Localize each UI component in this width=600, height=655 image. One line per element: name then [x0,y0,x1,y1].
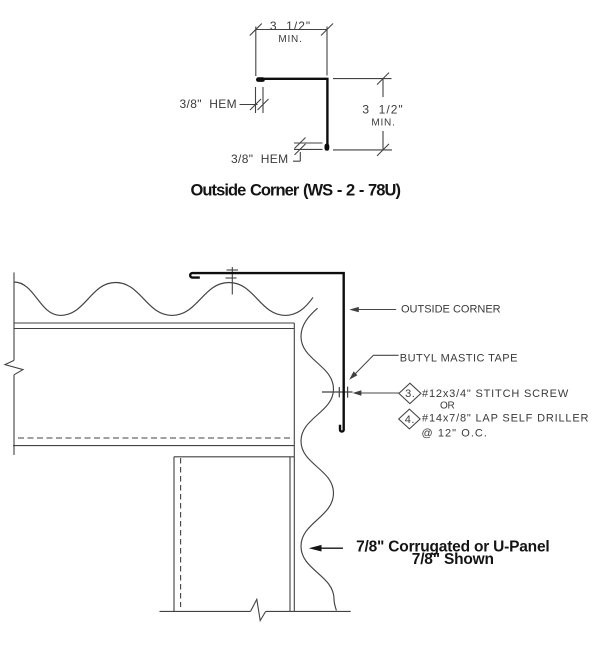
svg-text:OR: OR [440,400,454,411]
svg-text:BUTYL MASTIC TAPE: BUTYL MASTIC TAPE [400,352,518,364]
svg-text:#12x3/4" STITCH SCREW: #12x3/4" STITCH SCREW [422,388,569,400]
svg-text:4.: 4. [405,414,415,426]
svg-text:3 1/2": 3 1/2" [270,19,311,33]
svg-text:7/8" Corrugated or U-Panel: 7/8" Corrugated or U-Panel [356,539,549,556]
svg-text:7/8" Shown: 7/8" Shown [412,551,494,568]
svg-text:3 1/2": 3 1/2" [362,102,403,116]
svg-text:3.: 3. [405,388,415,400]
svg-text:3/8" HEM: 3/8" HEM [231,152,288,166]
svg-text:Outside Corner (WS - 2 - 78U): Outside Corner (WS - 2 - 78U) [191,182,401,200]
svg-text:#14x7/8" LAP SELF DRILLER: #14x7/8" LAP SELF DRILLER [422,413,589,425]
svg-text:MIN.: MIN. [278,34,302,45]
svg-text:3/8" HEM: 3/8" HEM [180,97,237,111]
svg-text:@ 12" O.C.: @ 12" O.C. [422,428,489,440]
svg-text:OUTSIDE CORNER: OUTSIDE CORNER [401,304,501,316]
svg-text:MIN.: MIN. [371,117,395,128]
